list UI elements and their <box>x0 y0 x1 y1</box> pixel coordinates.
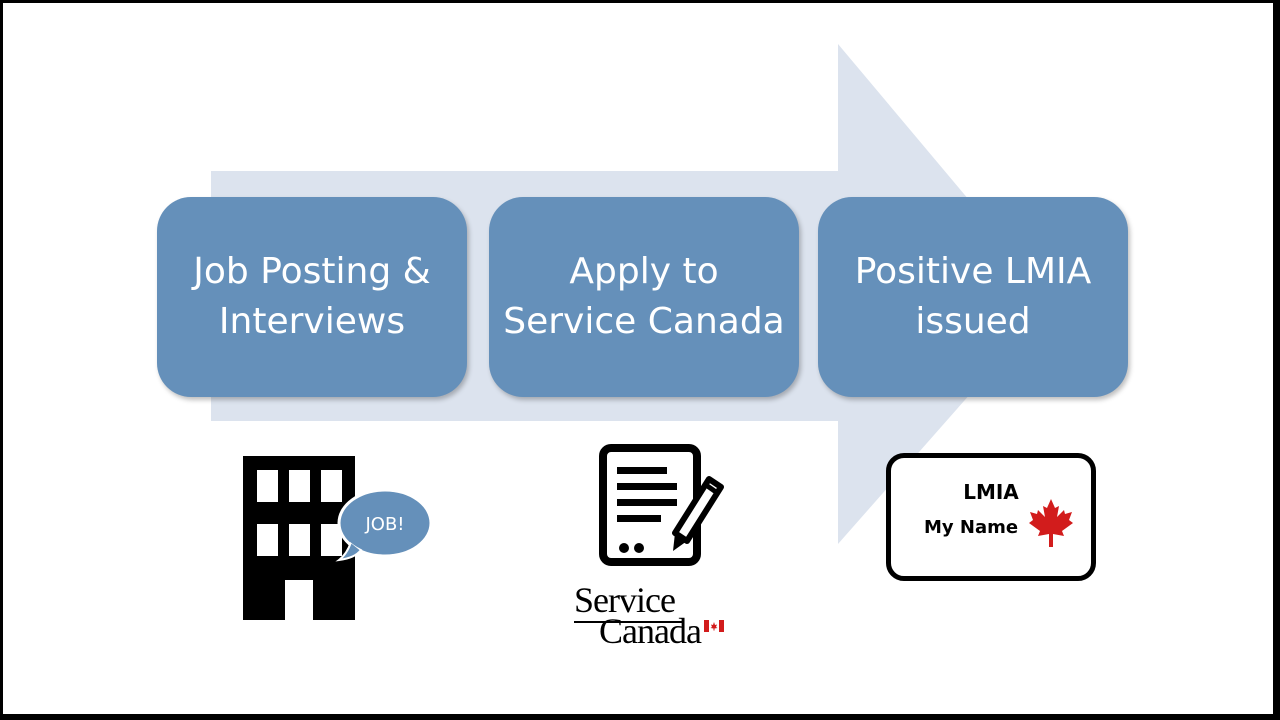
logo-divider <box>574 621 684 623</box>
maple-leaf-icon <box>1029 499 1073 547</box>
lmia-card-name: My Name <box>924 517 1019 538</box>
service-canada-logo: Service Canada <box>571 581 741 661</box>
speech-bubble: JOB! <box>335 488 433 562</box>
logo-line-canada: Canada <box>599 611 702 651</box>
slide: Job Posting & Interviews Apply to Servic… <box>3 3 1273 714</box>
lmia-card-icon: LMIA My Name <box>886 453 1096 581</box>
logo-line-service: Service <box>574 580 676 620</box>
pen-icon <box>672 476 724 551</box>
bubble-text: JOB! <box>364 514 404 535</box>
canada-flag-icon <box>704 620 724 632</box>
step-label: Job Posting & Interviews <box>193 251 431 342</box>
office-building-icon: JOB! <box>243 456 433 620</box>
step-apply-service-canada: Apply to Service Canada <box>489 197 799 397</box>
signed-document-icon <box>599 444 724 566</box>
step-label: Positive LMIA issued <box>854 251 1092 342</box>
step-positive-lmia: Positive LMIA issued <box>818 197 1128 397</box>
step-job-posting: Job Posting & Interviews <box>157 197 467 397</box>
step-label: Apply to Service Canada <box>503 251 785 342</box>
lmia-card-title: LMIA <box>963 480 1019 504</box>
